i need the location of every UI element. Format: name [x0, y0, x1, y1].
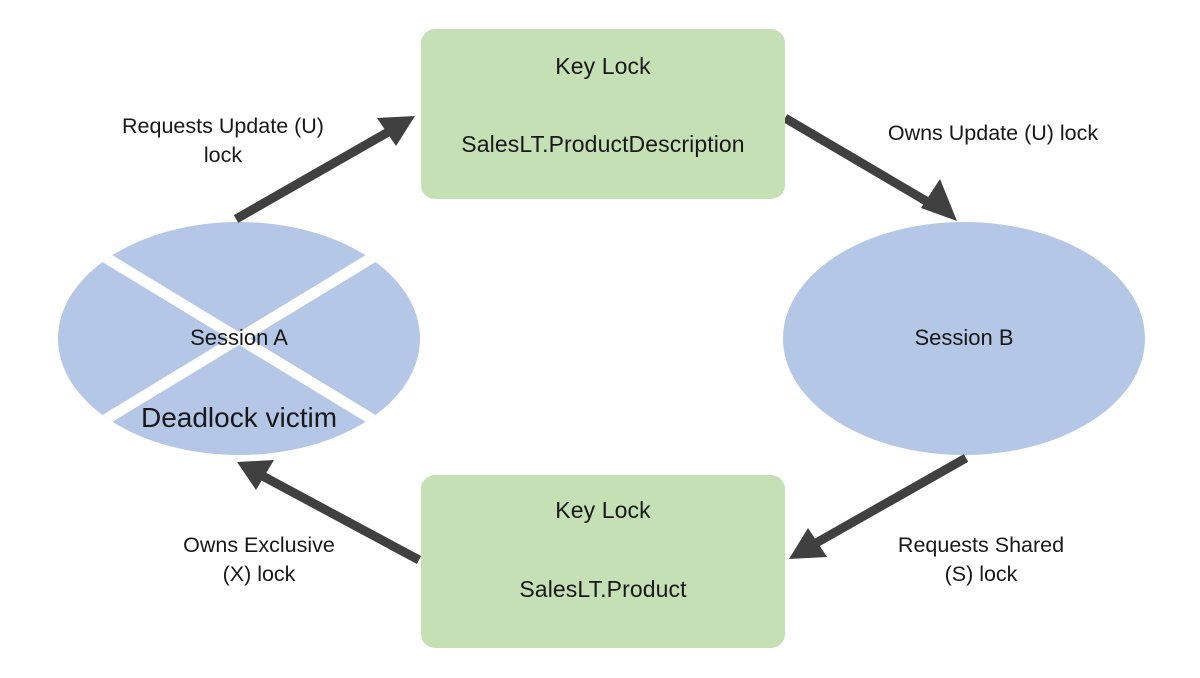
arrow-b-owns-update [782, 114, 957, 221]
key-lock-node-product[interactable]: Key Lock SalesLT.Product [421, 475, 785, 648]
arrow-b-requests-shared [789, 454, 969, 559]
key-lock-resource-label: SalesLT.Product [519, 576, 687, 602]
session-a-ellipse-group [58, 222, 420, 455]
arrow-a-owns-exclusive [237, 460, 422, 564]
deadlock-cross-icon [82, 240, 396, 437]
key-lock-kind-label: Key Lock [555, 497, 651, 523]
session-b-ellipse [783, 222, 1145, 455]
key-lock-kind-label: Key Lock [555, 53, 651, 79]
edge-label-requests-update: Requests Update (U) lock [122, 114, 324, 167]
key-lock-resource-label: SalesLT.ProductDescription [461, 131, 745, 157]
key-lock-node-product-description[interactable]: Key Lock SalesLT.ProductDescription [421, 29, 785, 199]
edge-label-requests-shared: Requests Shared (S) lock [897, 533, 1065, 586]
arrow-a-requests-update [233, 116, 415, 223]
edge-label-owns-exclusive: Owns Exclusive (X) lock [183, 533, 335, 586]
edge-label-owns-update: Owns Update (U) lock [887, 121, 1099, 145]
